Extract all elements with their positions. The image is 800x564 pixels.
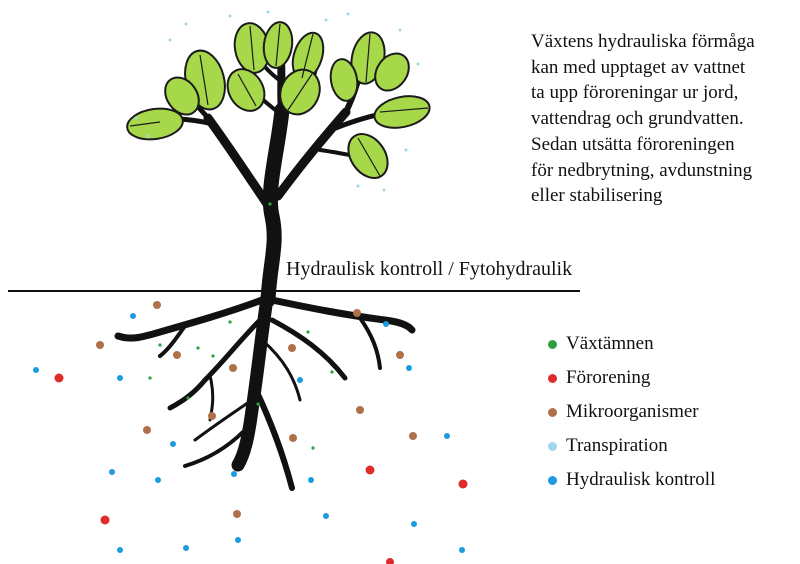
- hydraulic-control-dot: [155, 477, 161, 483]
- contaminant-dot: [386, 558, 394, 564]
- microorganism-dot: [208, 412, 216, 420]
- hydraulic-control-dot: [170, 441, 176, 447]
- microorganism-dot: [173, 351, 181, 359]
- hydraulic-control-dot: [235, 537, 241, 543]
- description-line: för nedbrytning, avdunstning: [531, 158, 799, 184]
- description-line: vattendrag och grundvatten.: [531, 106, 799, 132]
- hydraulic-control-dot: [411, 521, 417, 527]
- hydraulic-control-dot: [406, 365, 412, 371]
- microorganism-dot: [289, 434, 297, 442]
- transpiration-dot: [357, 185, 360, 188]
- legend-item: Växtämnen: [548, 327, 715, 361]
- hydraulic-control-dot: [109, 469, 115, 475]
- legend-label: Växtämnen: [566, 333, 654, 355]
- plant-nutrient-dot: [196, 346, 199, 349]
- legend-marker: [548, 340, 557, 349]
- legend-item: Förorening: [548, 361, 715, 395]
- description-line: Växtens hydrauliska förmåga: [531, 29, 799, 55]
- transpiration-dot: [399, 29, 402, 32]
- plant-nutrient-dot: [228, 320, 231, 323]
- contaminant-dot: [101, 516, 110, 525]
- legend-marker: [548, 374, 557, 383]
- hydraulic-control-dot: [459, 547, 465, 553]
- plant-nutrient-dot: [306, 330, 309, 333]
- transpiration-dot: [267, 11, 270, 14]
- transpiration-dot: [229, 15, 232, 18]
- hydraulic-control-dot: [33, 367, 39, 373]
- transpiration-dot: [147, 135, 150, 138]
- hydraulic-control-dot: [130, 313, 136, 319]
- transpiration-dot: [405, 149, 408, 152]
- contaminant-dot: [55, 374, 64, 383]
- ground-label: Hydraulisk kontroll / Fytohydraulik: [286, 258, 572, 281]
- hydraulic-control-dot: [231, 471, 237, 477]
- transpiration-dot: [383, 189, 386, 192]
- legend-item: Transpiration: [548, 429, 715, 463]
- legend-marker: [548, 476, 557, 485]
- legend-label: Mikroorganismer: [566, 401, 699, 423]
- hydraulic-control-dot: [117, 375, 123, 381]
- plant-nutrient-dot: [148, 376, 151, 379]
- microorganism-dot: [288, 344, 296, 352]
- legend-label: Hydraulisk kontroll: [566, 469, 715, 491]
- hydraulic-control-dot: [323, 513, 329, 519]
- plant-nutrient-dot: [186, 396, 189, 399]
- plant-nutrient-dot: [330, 370, 333, 373]
- legend-item: Hydraulisk kontroll: [548, 463, 715, 497]
- microorganism-dot: [353, 309, 361, 317]
- plant-roots: [118, 292, 412, 488]
- leaf: [125, 105, 185, 143]
- transpiration-dot: [169, 39, 172, 42]
- contaminant-dot: [366, 466, 375, 475]
- legend-marker: [548, 408, 557, 417]
- legend-marker: [548, 442, 557, 451]
- description-line: eller stabilisering: [531, 183, 799, 209]
- plant-nutrient-dot: [158, 343, 161, 346]
- hydraulic-control-dot: [297, 377, 303, 383]
- plant-nutrient-dot: [211, 354, 214, 357]
- description-line: kan med upptaget av vattnet: [531, 55, 799, 81]
- microorganism-dot: [153, 301, 161, 309]
- hydraulic-control-dot: [308, 477, 314, 483]
- microorganism-dot: [356, 406, 364, 414]
- transpiration-dot: [185, 23, 188, 26]
- legend-label: Förorening: [566, 367, 650, 389]
- hydraulic-control-dot: [383, 321, 389, 327]
- transpiration-dot: [347, 13, 350, 16]
- legend-label: Transpiration: [566, 435, 668, 457]
- hydraulic-control-dot: [183, 545, 189, 551]
- microorganism-dot: [143, 426, 151, 434]
- microorganism-dot: [396, 351, 404, 359]
- microorganism-dot: [96, 341, 104, 349]
- leaf: [220, 62, 271, 117]
- plant-nutrient-dot: [268, 202, 271, 205]
- legend-item: Mikroorganismer: [548, 395, 715, 429]
- description-line: ta upp föroreningar ur jord,: [531, 80, 799, 106]
- transpiration-dot: [417, 63, 420, 66]
- description-line: Sedan utsätta föroreningen: [531, 132, 799, 158]
- contaminant-dot: [459, 480, 468, 489]
- transpiration-dot: [325, 19, 328, 22]
- hydraulic-control-dot: [444, 433, 450, 439]
- hydraulic-control-dot: [117, 547, 123, 553]
- plant-nutrient-dot: [311, 446, 314, 449]
- microorganism-dot: [409, 432, 417, 440]
- microorganism-dot: [229, 364, 237, 372]
- microorganism-dot: [233, 510, 241, 518]
- transpiration-dot: [135, 117, 138, 120]
- plant-nutrient-dot: [256, 402, 259, 405]
